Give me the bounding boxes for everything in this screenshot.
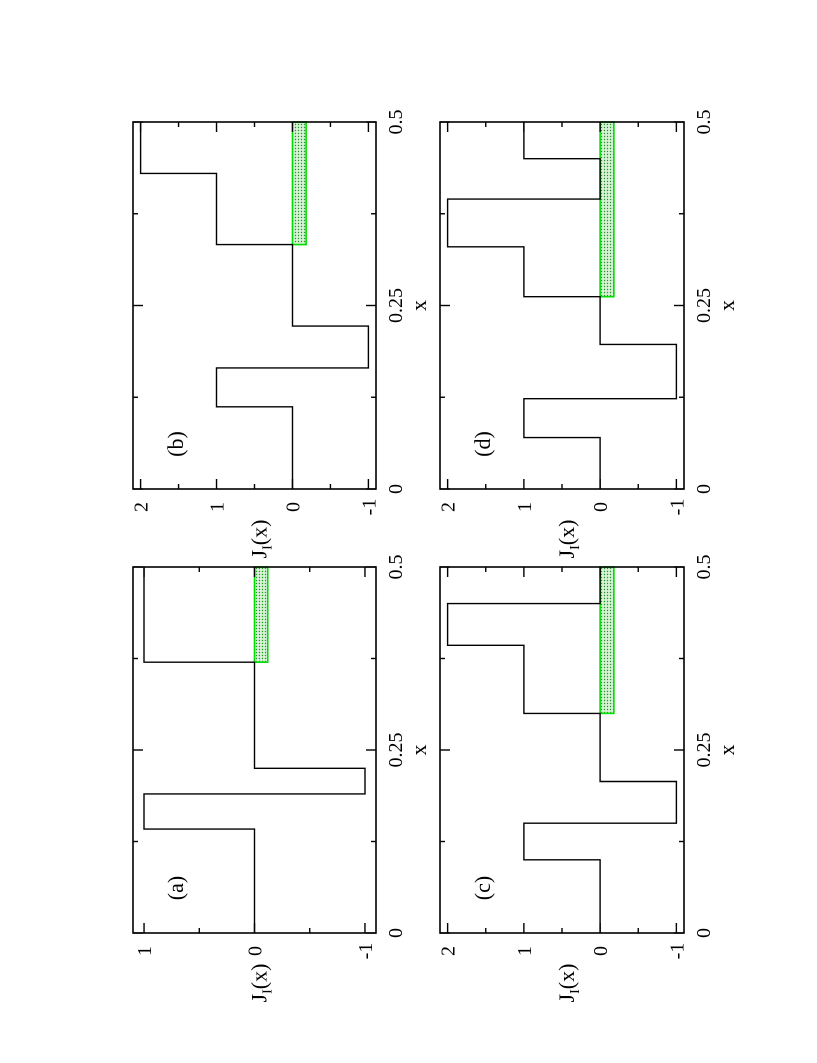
x-tick-label-c: 0.25 bbox=[693, 733, 715, 768]
x-tick-label-b: 0.5 bbox=[385, 110, 407, 135]
y-tick-label-d: 0 bbox=[590, 502, 612, 512]
y-tick-label-c: 2 bbox=[438, 946, 460, 956]
y-tick-label-b: 0 bbox=[282, 502, 304, 512]
x-tick-label-d: 0 bbox=[693, 484, 715, 494]
y-tick-label-d: 2 bbox=[438, 502, 460, 512]
y-axis-label-tail: (x) bbox=[247, 964, 272, 990]
y-axis-label-c: JI(x) bbox=[554, 964, 583, 1003]
step-line-c bbox=[446, 567, 678, 933]
y-axis-label-sub: I bbox=[261, 989, 276, 994]
panel-a: 0 0.25 0.5 -1 0 1 xJI(x) (a) bbox=[132, 555, 431, 1003]
x-axis-label-b: x bbox=[406, 300, 431, 311]
y-axis-label-main: J bbox=[247, 549, 272, 558]
y-tick-label-a: 1 bbox=[134, 946, 156, 956]
panel-label-c: (c) bbox=[470, 876, 495, 900]
y-tick-label-c: 1 bbox=[514, 946, 536, 956]
y-axis-label-main: J bbox=[554, 549, 579, 558]
y-tick-label-b: -1 bbox=[358, 499, 380, 516]
y-axis-label-main: J bbox=[554, 993, 579, 1002]
x-tick-label-d: 0.5 bbox=[693, 110, 715, 135]
step-line-d bbox=[446, 122, 678, 489]
y-axis-label-main: J bbox=[247, 993, 272, 1002]
x-axis-label-c: x bbox=[714, 745, 739, 756]
panel-label-d: (d) bbox=[470, 431, 495, 457]
x-tick-label-b: 0 bbox=[385, 484, 407, 494]
panel-b: 0 0.25 0.5 -1 0 1 2 xJI(x) (b) bbox=[131, 110, 431, 559]
y-axis-label-a: JI(x) bbox=[247, 964, 276, 1003]
y-tick-label-c: 0 bbox=[590, 946, 612, 956]
band-a bbox=[253, 566, 269, 663]
x-tick-label-a: 0 bbox=[385, 928, 407, 938]
panel-label-a: (a) bbox=[163, 876, 188, 900]
y-tick-label-d: 1 bbox=[514, 502, 536, 512]
x-tick-label-d: 0.25 bbox=[693, 288, 715, 323]
y-tick-label-a: -1 bbox=[355, 943, 377, 960]
y-axis-label-sub: I bbox=[261, 545, 276, 550]
x-tick-label-b: 0.25 bbox=[385, 288, 407, 323]
x-axis-label-d: x bbox=[714, 300, 739, 311]
panel-c: 0 0.25 0.5 -1 0 1 2 xJI(x) (c) bbox=[438, 555, 739, 1003]
step-line-b bbox=[139, 122, 370, 489]
y-tick-label-c: -1 bbox=[666, 943, 688, 960]
y-tick-label-b: 1 bbox=[207, 502, 229, 512]
y-axis-label-sub: I bbox=[568, 989, 583, 994]
y-axis-label-tail: (x) bbox=[247, 520, 272, 546]
x-tick-label-c: 0 bbox=[693, 928, 715, 938]
y-axis-label-b: JI(x) bbox=[247, 520, 276, 559]
panel-label-b: (b) bbox=[163, 431, 188, 457]
y-axis-label-tail: (x) bbox=[554, 964, 579, 990]
y-tick-label-a: 0 bbox=[245, 946, 267, 956]
band-d bbox=[599, 121, 615, 298]
y-axis-label-sub: I bbox=[568, 545, 583, 550]
y-tick-label-d: -1 bbox=[666, 499, 688, 516]
y-axis-label-d: JI(x) bbox=[554, 520, 583, 559]
y-axis-label-tail: (x) bbox=[554, 520, 579, 546]
step-line-a bbox=[143, 567, 366, 933]
x-tick-label-a: 0.5 bbox=[385, 555, 407, 580]
x-tick-label-c: 0.5 bbox=[693, 555, 715, 580]
x-tick-label-a: 0.25 bbox=[385, 733, 407, 768]
band-b bbox=[291, 121, 307, 246]
x-axis-label-a: x bbox=[406, 745, 431, 756]
panel-d: 0 0.25 0.5 -1 0 1 2 xJI(x) (d) bbox=[438, 110, 739, 559]
y-tick-label-b: 2 bbox=[131, 502, 153, 512]
band-c bbox=[599, 566, 615, 715]
